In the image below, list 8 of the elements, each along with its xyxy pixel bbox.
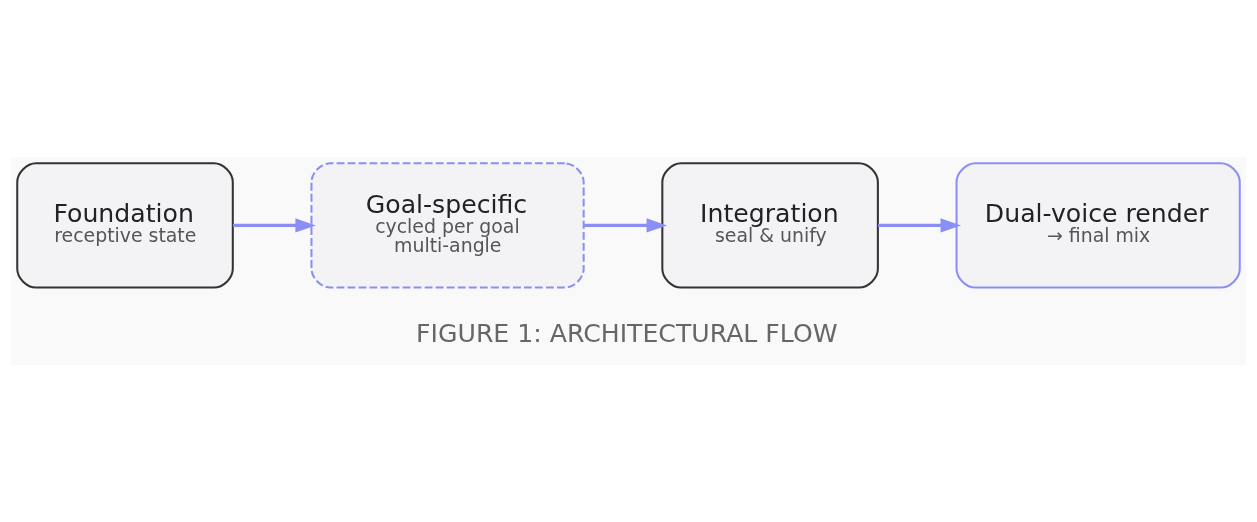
caption: FIGURE 1: ARCHITECTURAL FLOW <box>416 319 838 349</box>
node-box: Dual-voice render → final mix <box>955 162 1241 289</box>
node-box: Foundation receptive state <box>16 162 234 289</box>
arrow <box>232 218 316 233</box>
arrow <box>878 218 962 233</box>
node-box: Integration seal & unify <box>661 162 879 289</box>
node-box: Goal-specific cycled per goal multi-angle <box>310 162 585 289</box>
arrow <box>583 218 668 233</box>
